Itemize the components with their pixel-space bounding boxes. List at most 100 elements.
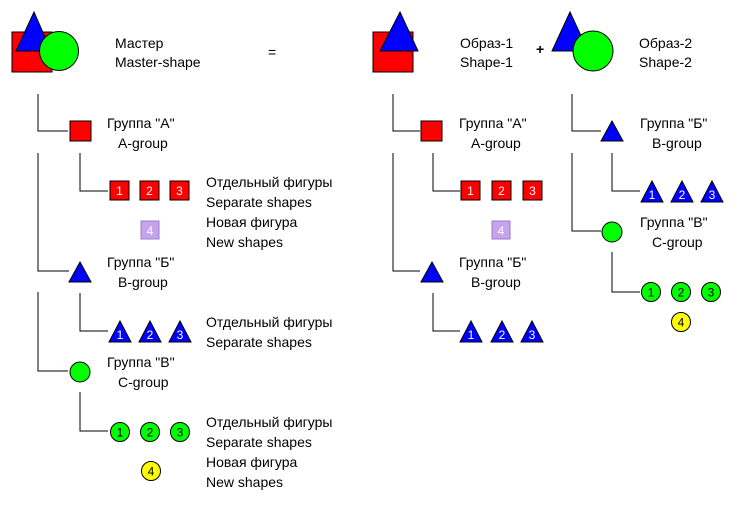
- master-b-note-separate-ru: Отдельный фигуры: [206, 314, 332, 330]
- master-connector-a-items: [79, 153, 108, 192]
- image1-a-item-3: 3: [522, 180, 543, 201]
- master-a-note-new-ru: Новая фигура: [206, 214, 298, 230]
- image1-b-item-3: 3: [520, 319, 544, 343]
- image2-group-b-label-en: B-group: [652, 135, 702, 151]
- master-connector-a: [37, 94, 68, 132]
- image2-b-item-2-label: 2: [679, 188, 686, 202]
- master-a-item-4: 4: [140, 220, 160, 240]
- image1-a-item-4-label: 4: [498, 224, 505, 238]
- image2-b-item-1: 1: [640, 179, 664, 203]
- master-connector-b: [37, 153, 69, 272]
- master-b-item-3-label: 3: [177, 328, 184, 342]
- image1-connector-b-items: [432, 293, 460, 332]
- image2-group-c-circle: [601, 221, 623, 243]
- image2-c-item-2: 2: [671, 282, 691, 302]
- master-a-note-new-en: New shapes: [206, 234, 283, 250]
- image1-group-a-label-en: A-group: [471, 135, 521, 151]
- master-c-note-new-ru: Новая фигура: [206, 454, 298, 470]
- master-group-b-label-en: B-group: [118, 274, 168, 290]
- master-c-item-2-label: 2: [147, 426, 154, 440]
- master-connector-b-items: [79, 293, 108, 332]
- image2-connector-b-items: [611, 153, 640, 192]
- image1-a-item-1-label: 1: [467, 184, 474, 198]
- master-c-item-1: 1: [110, 422, 130, 442]
- image1-a-item-2-label: 2: [498, 184, 505, 198]
- image1-b-item-2: 2: [490, 319, 514, 343]
- plus-sign: +: [536, 41, 544, 57]
- image1-label-ru: Образ-1: [460, 35, 513, 51]
- image1-label-en: Shape-1: [460, 54, 513, 70]
- master-group-a-square: [69, 120, 92, 142]
- image1-a-item-4: 4: [491, 220, 511, 240]
- image1-group-a-label-ru: Группа "А": [459, 115, 527, 131]
- master-a-note-separate-ru: Отдельный фигуры: [206, 174, 332, 190]
- image2-c-item-4-label: 4: [678, 316, 685, 330]
- master-a-item-1-label: 1: [116, 184, 123, 198]
- image1-group-b-triangle: [420, 260, 444, 283]
- master-c-item-3: 3: [170, 422, 190, 442]
- image1-a-item-1: 1: [460, 180, 481, 201]
- master-label-ru: Мастер: [115, 35, 164, 51]
- master-c-item-3-label: 3: [177, 426, 184, 440]
- image1-group-a-square: [420, 120, 443, 142]
- image2-connector-c-items: [611, 252, 640, 293]
- master-group-c-circle: [69, 361, 91, 383]
- image1-a-item-3-label: 3: [529, 184, 536, 198]
- master-group-c-label-en: C-group: [118, 374, 169, 390]
- image2-c-item-2-label: 2: [678, 286, 685, 300]
- image2-group-c-label-ru: Группа "В": [640, 214, 708, 230]
- master-a-item-3-label: 3: [176, 184, 183, 198]
- image2-c-item-1-label: 1: [648, 286, 655, 300]
- master-group-b-triangle: [68, 260, 92, 283]
- image1-a-item-2: 2: [491, 180, 512, 201]
- image2-group-c-label-en: C-group: [652, 234, 703, 250]
- image1-connector-a: [392, 94, 420, 132]
- master-c-note-separate-ru: Отдельный фигуры: [206, 414, 332, 430]
- image2-b-item-1-label: 1: [649, 188, 656, 202]
- image2-label-ru: Образ-2: [639, 35, 692, 51]
- master-a-item-1: 1: [109, 180, 130, 201]
- image1-connector-b: [392, 153, 420, 272]
- master-a-note-separate-en: Separate shapes: [206, 194, 312, 210]
- master-a-item-2-label: 2: [146, 184, 153, 198]
- master-group-a-label-en: A-group: [118, 135, 168, 151]
- image2-b-item-3: 3: [700, 179, 724, 203]
- master-green-circle: [39, 31, 79, 71]
- master-group-b-label-ru: Группа "Б": [107, 254, 174, 270]
- image1-composite-shape: [372, 10, 419, 73]
- equals-sign: =: [268, 44, 276, 60]
- master-c-item-4-label: 4: [148, 465, 155, 479]
- image1-blue-triangle: [379, 10, 419, 52]
- image2-composite-shape: [551, 10, 614, 72]
- image1-b-item-3-label: 3: [529, 328, 536, 342]
- master-connector-c-items: [79, 392, 108, 432]
- master-label-en: Master-shape: [115, 54, 201, 70]
- master-a-item-2: 2: [139, 180, 160, 201]
- image1-b-item-1: 1: [459, 319, 483, 343]
- master-c-item-4: 4: [141, 461, 161, 481]
- master-a-item-3: 3: [169, 180, 190, 201]
- image2-b-item-3-label: 3: [709, 188, 716, 202]
- image1-b-item-2-label: 2: [499, 328, 506, 342]
- image2-label-en: Shape-2: [639, 54, 692, 70]
- image2-c-item-1: 1: [641, 282, 661, 302]
- master-c-item-1-label: 1: [117, 426, 124, 440]
- master-c-item-2: 2: [140, 422, 160, 442]
- master-connector-c: [37, 292, 68, 372]
- master-group-a-label-ru: Группа "А": [107, 115, 175, 131]
- master-b-item-2-label: 2: [147, 328, 154, 342]
- image2-green-circle: [572, 30, 614, 72]
- image2-c-item-3-label: 3: [708, 286, 715, 300]
- image1-group-b-label-ru: Группа "Б": [459, 254, 526, 270]
- master-b-item-1: 1: [108, 319, 132, 343]
- master-c-note-separate-en: Separate shapes: [206, 434, 312, 450]
- image2-c-item-4: 4: [671, 312, 691, 332]
- image1-connector-a-items: [432, 153, 460, 192]
- image1-b-item-1-label: 1: [468, 328, 475, 342]
- image2-group-b-triangle: [600, 119, 624, 142]
- image2-connector-b: [571, 94, 601, 132]
- image2-b-item-2: 2: [670, 179, 694, 203]
- master-b-note-separate-en: Separate shapes: [206, 334, 312, 350]
- image2-group-b-label-ru: Группа "Б": [640, 115, 707, 131]
- master-a-item-4-label: 4: [147, 224, 154, 238]
